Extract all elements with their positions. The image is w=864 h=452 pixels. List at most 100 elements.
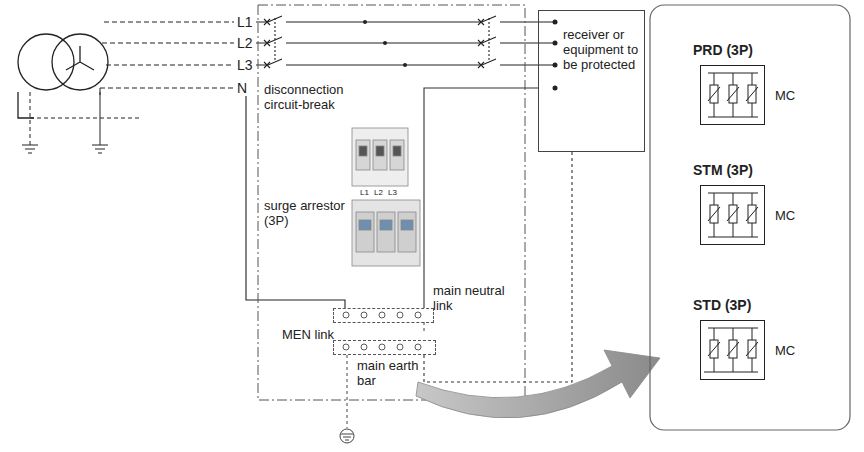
supply-wires xyxy=(478,19,484,68)
node-label: main earth bar xyxy=(357,358,427,388)
terminal-screws xyxy=(343,344,349,350)
terminal-screws xyxy=(397,312,403,318)
device-panel xyxy=(650,5,850,430)
equipment-box: receiver or equipment to be protected xyxy=(538,10,645,152)
surge-arrestor-photo xyxy=(377,212,395,252)
part-label: surge arrestor (3P) xyxy=(264,198,354,228)
phase-label: L2 xyxy=(237,35,259,51)
circuit-breaker-photo xyxy=(356,140,370,170)
node-label: main neutral link xyxy=(433,283,523,313)
part-label: MEN link xyxy=(282,327,352,342)
circuit-breaker-photo xyxy=(352,128,408,186)
node-label: STM (3P) xyxy=(693,163,793,178)
transformer-symbol xyxy=(66,46,94,70)
earth-symbol xyxy=(347,355,348,428)
terminal-screws xyxy=(379,344,385,350)
transformer-symbol xyxy=(52,34,108,90)
supply-wires xyxy=(100,22,234,88)
varistor-symbols xyxy=(746,87,758,101)
terminal-label: L2 xyxy=(374,188,390,198)
terminal-dots xyxy=(553,63,558,68)
phase-label: L1 xyxy=(237,14,259,30)
distribution-board-outline xyxy=(258,5,525,400)
circuit-breaker-photo xyxy=(352,128,408,186)
terminal-dots xyxy=(363,20,558,91)
connector-wire xyxy=(424,88,538,308)
terminal-dots xyxy=(553,20,558,25)
varistor-symbols xyxy=(704,73,758,372)
earth-wiring xyxy=(30,118,140,119)
device-box: STD (3P)MC xyxy=(700,320,765,380)
node-label: STD (3P) xyxy=(693,298,793,313)
supply-wires xyxy=(256,16,555,22)
varistor-symbols xyxy=(708,342,720,356)
circuit-breaker-photo xyxy=(359,146,367,156)
varistor-symbols xyxy=(708,87,720,101)
transformer-symbol xyxy=(18,34,74,90)
node-sublabel: MC xyxy=(775,88,805,103)
surge-arrestor-photo xyxy=(356,212,374,252)
circuit-breaker-photo xyxy=(393,146,401,156)
terminal-label: L3 xyxy=(388,188,404,198)
supply-wires xyxy=(100,16,555,308)
terminal-screws xyxy=(415,344,421,350)
varistor-symbols xyxy=(727,87,739,101)
terminal-dots xyxy=(553,86,558,91)
surge-arrestor-photo xyxy=(352,200,420,266)
surge-arrestor-photo xyxy=(398,212,416,252)
circuit-breaker-photo xyxy=(373,140,387,170)
varistor-symbols xyxy=(746,342,758,356)
earth-bar: main earth bar xyxy=(333,340,436,355)
earth-wiring xyxy=(100,92,101,145)
supply-wires xyxy=(275,18,489,62)
varistor-symbols xyxy=(746,207,758,221)
node-sublabel: MC xyxy=(775,208,805,223)
terminal-dots xyxy=(553,41,558,46)
terminal-screws xyxy=(415,312,421,318)
supply-wires xyxy=(264,19,270,68)
phase-label: L3 xyxy=(237,57,259,73)
earth-wiring xyxy=(22,88,140,153)
terminal-screws xyxy=(343,312,421,350)
earth-wiring xyxy=(22,145,38,153)
surge-arrestor-photo xyxy=(380,220,392,230)
device-box: STM (3P)MC xyxy=(700,185,765,245)
terminal-dots xyxy=(363,20,367,24)
connector-wire xyxy=(424,152,572,382)
earth-symbol xyxy=(424,322,425,333)
surge-arrestor-photo xyxy=(359,220,371,230)
earth-wiring xyxy=(92,145,108,153)
terminal-label: L1 xyxy=(360,188,376,198)
circuit-breaker-photo xyxy=(376,146,384,156)
neutral-link: main neutral link xyxy=(333,308,434,323)
pointer-arrow xyxy=(416,350,660,418)
varistor-symbols xyxy=(727,342,739,356)
transformer-symbol xyxy=(18,34,108,118)
part-label: disconnection circuit-break xyxy=(264,82,376,112)
varistor-symbols xyxy=(708,207,720,221)
terminal-dots xyxy=(403,63,407,67)
surge-arrestor-photo xyxy=(352,200,420,266)
terminal-screws xyxy=(397,344,403,350)
terminal-screws xyxy=(343,312,349,318)
node-label: receiver or equipment to be protected xyxy=(563,27,643,72)
varistor-symbols xyxy=(704,372,758,373)
earth-wiring xyxy=(100,88,101,95)
transformer-symbol xyxy=(18,92,34,118)
surge-arrestor-photo xyxy=(401,220,413,230)
terminal-screws xyxy=(379,312,385,318)
phase-label: N xyxy=(237,80,259,96)
node-sublabel: MC xyxy=(775,343,805,358)
varistor-symbols xyxy=(727,207,739,221)
terminal-dots xyxy=(383,41,387,45)
node-label: PRD (3P) xyxy=(693,43,793,58)
terminal-screws xyxy=(361,344,367,350)
earth-symbol xyxy=(341,434,353,440)
supply-wires xyxy=(256,37,555,43)
device-box: PRD (3P)MC xyxy=(700,65,765,125)
earth-symbol xyxy=(340,429,354,443)
terminal-screws xyxy=(361,312,367,318)
